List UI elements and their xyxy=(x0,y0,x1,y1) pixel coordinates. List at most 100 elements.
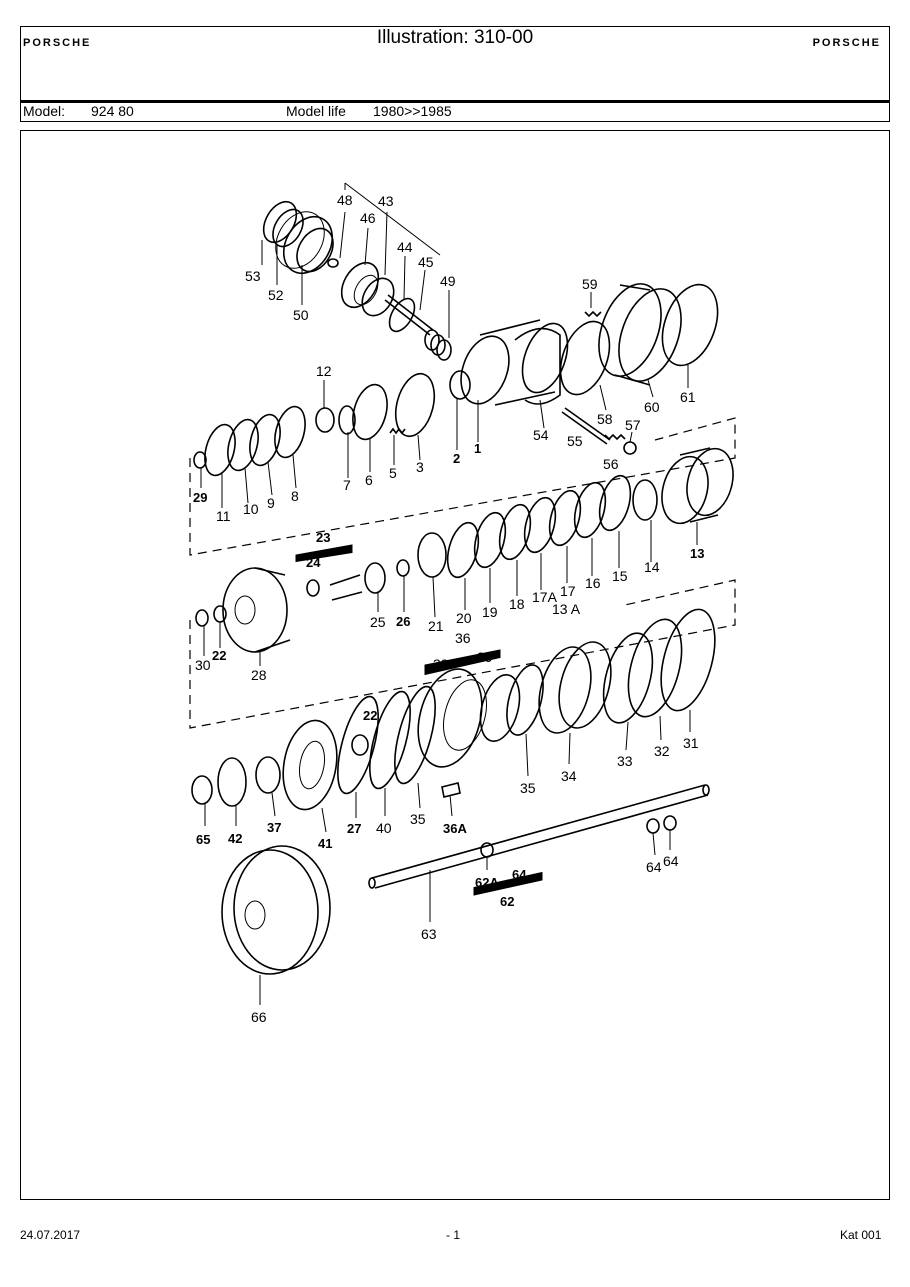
cover-61 xyxy=(661,283,719,367)
spring-49 xyxy=(424,329,452,361)
ring-12 xyxy=(315,407,335,433)
model-value: 924 80 xyxy=(91,103,134,119)
callout-20: 20 xyxy=(456,610,472,626)
callout-38: 38 xyxy=(433,656,449,672)
group-outline-upper xyxy=(189,417,736,556)
callout-34: 34 xyxy=(561,768,577,784)
callout-58: 58 xyxy=(597,411,613,427)
leader-lines xyxy=(200,211,698,1005)
callout-10: 10 xyxy=(243,501,259,517)
callout-39: 39 xyxy=(477,649,493,665)
plate-19 xyxy=(473,511,507,569)
callout-12: 12 xyxy=(316,363,332,379)
snap-ring-27 xyxy=(337,695,379,795)
callout-63: 63 xyxy=(421,926,437,942)
callout-46: 46 xyxy=(360,210,376,226)
callout-25: 25 xyxy=(370,614,386,630)
ring-7 xyxy=(338,405,356,435)
callout-35a: 35 xyxy=(410,811,426,827)
callout-21: 21 xyxy=(428,618,444,634)
callout-64c: 64 xyxy=(512,867,527,882)
callout-37: 37 xyxy=(267,820,281,835)
callout-41: 41 xyxy=(318,836,332,851)
pin-55 xyxy=(561,407,611,445)
ring-14 xyxy=(632,479,658,521)
callout-31: 31 xyxy=(683,735,699,751)
callout-60: 60 xyxy=(644,399,660,415)
hub-28 xyxy=(222,567,291,653)
callout-24: 24 xyxy=(306,555,321,570)
model-life-value: 1980>>1985 xyxy=(373,103,452,119)
callout-19: 19 xyxy=(482,604,498,620)
ring-31 xyxy=(660,608,716,712)
callout-7: 7 xyxy=(343,477,351,493)
callout-23: 23 xyxy=(316,530,330,545)
callout-5: 5 xyxy=(389,465,397,481)
plate-10 xyxy=(227,418,259,472)
callout-52: 52 xyxy=(268,287,284,303)
ring-29 xyxy=(193,451,207,469)
illustration-title: Illustration: 310-00 xyxy=(376,27,534,48)
gear-34 xyxy=(538,641,612,734)
callout-45: 45 xyxy=(418,254,434,270)
ring-26 xyxy=(396,559,410,577)
bushing-64a xyxy=(646,818,660,834)
housing-60 xyxy=(598,283,682,386)
spring-59 xyxy=(584,310,602,318)
ring-33 xyxy=(602,632,654,724)
callout-57: 57 xyxy=(625,417,641,433)
piston-50 xyxy=(275,211,334,275)
callout-30: 30 xyxy=(195,657,211,673)
callout-17a: 17A xyxy=(532,589,558,605)
callout-17: 17 xyxy=(560,583,576,599)
drum-36 xyxy=(417,668,487,768)
part-36a xyxy=(441,782,461,798)
callout-15: 15 xyxy=(612,568,628,584)
ring-32 xyxy=(627,618,683,718)
callout-6: 6 xyxy=(365,472,373,488)
model-label: Model: xyxy=(23,103,66,119)
plate-17 xyxy=(548,489,582,547)
callout-33: 33 xyxy=(617,753,633,769)
clutch-13 xyxy=(661,447,734,525)
callout-49: 49 xyxy=(440,273,456,289)
band-54 xyxy=(514,327,561,405)
gear-37 xyxy=(255,756,281,794)
callout-labels: 48 43 46 44 45 49 53 52 50 59 58 60 61 1… xyxy=(193,192,704,1025)
callout-65: 65 xyxy=(196,832,210,847)
ring-65 xyxy=(191,775,213,805)
callout-22b: 22 xyxy=(363,708,377,723)
bracket-23 xyxy=(295,544,353,562)
callout-22a: 22 xyxy=(212,648,226,663)
bracket-36 xyxy=(424,649,501,675)
callout-36a: 36A xyxy=(443,821,467,836)
callout-48: 48 xyxy=(337,192,353,208)
callout-8: 8 xyxy=(291,488,299,504)
porsche-logo-right: PORSCHE xyxy=(812,37,881,49)
callout-13: 13 xyxy=(690,546,704,561)
ring-22a xyxy=(213,605,227,623)
gear-21 xyxy=(417,532,447,578)
header-divider xyxy=(20,100,890,103)
callout-62a: 62A xyxy=(475,875,499,890)
callout-2: 2 xyxy=(453,451,460,466)
callout-59: 59 xyxy=(582,276,598,292)
plate-8 xyxy=(274,405,306,459)
callout-35b: 35 xyxy=(520,780,536,796)
callout-40: 40 xyxy=(376,820,392,836)
torque-converter-66 xyxy=(221,845,331,975)
bushing-64b xyxy=(663,815,677,831)
callout-1: 1 xyxy=(474,441,481,456)
callout-44: 44 xyxy=(397,239,413,255)
model-life-label: Model life xyxy=(286,103,346,119)
callout-36: 36 xyxy=(455,630,471,646)
plate-15 xyxy=(598,474,632,532)
callout-53: 53 xyxy=(245,268,261,284)
spring-5 xyxy=(389,427,406,435)
callout-54: 54 xyxy=(533,427,549,443)
group-outline-middle xyxy=(189,579,736,729)
diagram-frame xyxy=(20,130,890,1200)
plate-16 xyxy=(573,481,607,539)
callout-11: 11 xyxy=(216,508,231,524)
